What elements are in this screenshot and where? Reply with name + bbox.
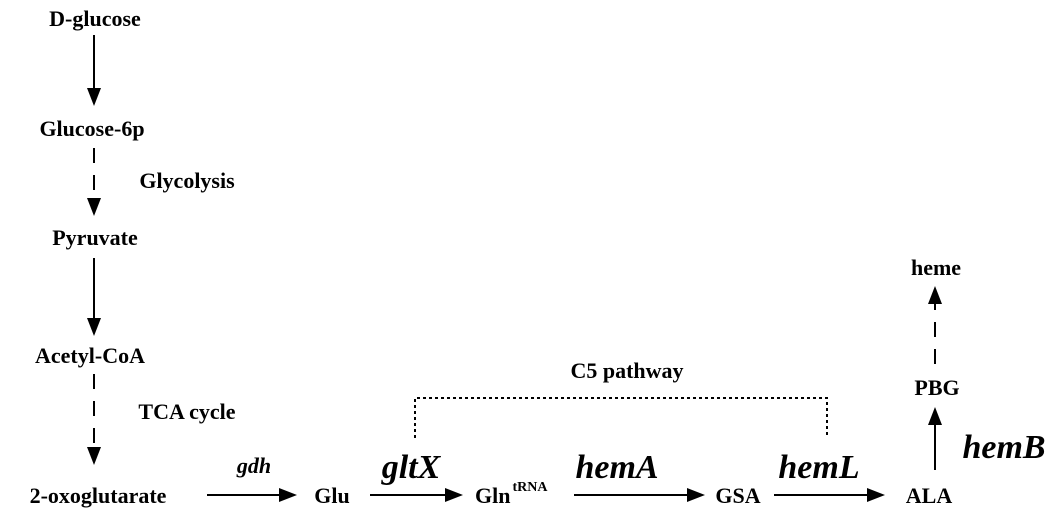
gene-heml: hemL xyxy=(778,449,859,486)
arrow-gsa-to-ala xyxy=(774,488,885,502)
metabolite-heme: heme xyxy=(911,255,961,280)
metabolite-2-oxoglutarate: 2-oxoglutarate xyxy=(30,483,167,508)
arrow-glu-to-gln xyxy=(370,488,463,502)
metabolite-gsa: GSA xyxy=(715,483,760,508)
metabolite-pbg: PBG xyxy=(914,375,959,400)
gene-hema: hemA xyxy=(575,449,658,486)
metabolite-acetyl-coa: Acetyl-CoA xyxy=(35,343,145,368)
c5-pathway-bracket xyxy=(414,397,828,438)
gene-gdh: gdh xyxy=(236,453,271,478)
gene-hemb: hemB xyxy=(962,429,1045,466)
arrow-glucose6p-to-pyruvate xyxy=(87,148,101,216)
process-tca-cycle: TCA cycle xyxy=(138,399,235,424)
metabolite-pyruvate: Pyruvate xyxy=(52,225,138,250)
arrow-gln-to-gsa xyxy=(574,488,705,502)
arrow-ala-to-pbg xyxy=(928,407,942,470)
arrow-acetylcoa-to-oxoglutarate xyxy=(87,374,101,465)
metabolite-gln-superscript: tRNA xyxy=(512,480,548,495)
metabolite-glucose-6p: Glucose-6p xyxy=(39,116,144,141)
arrow-oxoglutarate-to-glu xyxy=(207,488,297,502)
arrow-pyruvate-to-acetylcoa xyxy=(87,258,101,336)
arrow-dglucose-to-glucose6p xyxy=(87,35,101,106)
metabolite-gln-label: Gln xyxy=(475,483,510,508)
gene-gltx: gltX xyxy=(381,449,442,486)
process-glycolysis: Glycolysis xyxy=(139,168,235,193)
metabolite-glu: Glu xyxy=(314,483,349,508)
metabolite-d-glucose: D-glucose xyxy=(49,6,141,31)
process-c5-pathway: C5 pathway xyxy=(570,358,683,383)
metabolite-ala: ALA xyxy=(906,483,953,508)
arrow-pbg-to-heme xyxy=(928,286,942,364)
